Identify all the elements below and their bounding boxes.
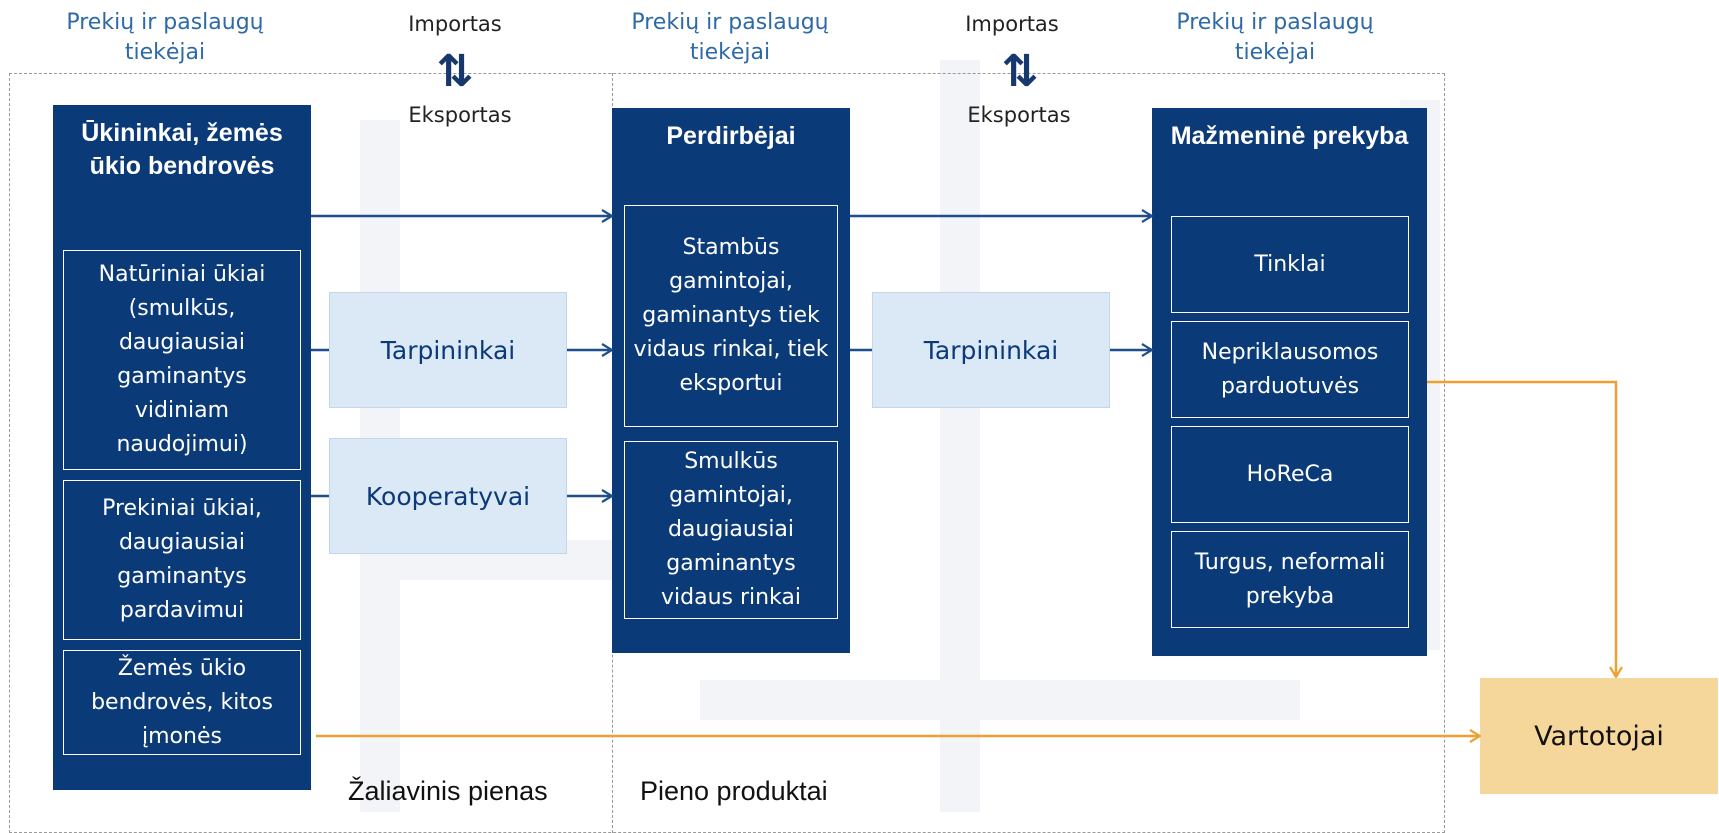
processors-stage: Perdirbėjai Stambūs gamintojai, gaminant… xyxy=(612,108,850,653)
import-label: Importas xyxy=(965,12,1059,36)
retail-item: HoReCa xyxy=(1171,426,1409,523)
import-export-arrows-icon: ⇅ xyxy=(1001,46,1039,97)
export-label: Eksportas xyxy=(408,103,512,127)
flow-arrow xyxy=(1427,380,1616,677)
intermediaries-box: Tarpininkai xyxy=(872,292,1110,408)
consumers-box: Vartotojai xyxy=(1480,678,1718,794)
retail-item: Nepriklausomos parduotuvės xyxy=(1171,321,1409,418)
retail-item: Turgus, neformali prekyba xyxy=(1171,531,1409,628)
retail-stage: Mažmeninė prekyba Tinklai Nepriklausomos… xyxy=(1152,108,1427,656)
intermediaries-box: Tarpininkai xyxy=(329,292,567,408)
supplier-label: Prekių ir paslaugų tiekėjai xyxy=(631,10,829,65)
raw-milk-label: Žaliavinis pienas xyxy=(348,776,548,806)
processors-item: Stambūs gamintojai, gaminantys tiek vida… xyxy=(624,205,838,427)
dairy-products-label: Pieno produktai xyxy=(640,776,828,806)
processors-title: Perdirbėjai xyxy=(666,122,796,150)
supplier-label: Prekių ir paslaugų tiekėjai xyxy=(1176,10,1374,65)
retail-item: Tinklai xyxy=(1171,216,1409,313)
flow-arrows xyxy=(311,0,1719,812)
export-label: Eksportas xyxy=(967,103,1071,127)
cooperatives-box: Kooperatyvai xyxy=(329,438,567,554)
farmers-item: Natūriniai ūkiai (smulkūs, daugiausiai g… xyxy=(63,250,301,470)
import-label: Importas xyxy=(408,12,502,36)
farmers-item: Prekiniai ūkiai, daugiausiai gaminantys … xyxy=(63,480,301,640)
farmers-stage: Ūkininkai, žemės ūkio bendrovės Natūrini… xyxy=(53,105,311,790)
processors-item: Smulkūs gamintojai, daugiausiai gaminant… xyxy=(624,441,838,619)
farmers-item: Žemės ūkio bendrovės, kitos įmonės xyxy=(63,650,301,755)
supplier-label: Prekių ir paslaugų tiekėjai xyxy=(66,10,264,65)
import-export-arrows-icon: ⇅ xyxy=(436,46,474,97)
farmers-title: Ūkininkai, žemės ūkio bendrovės xyxy=(81,119,283,180)
retail-title: Mažmeninė prekyba xyxy=(1170,122,1409,150)
